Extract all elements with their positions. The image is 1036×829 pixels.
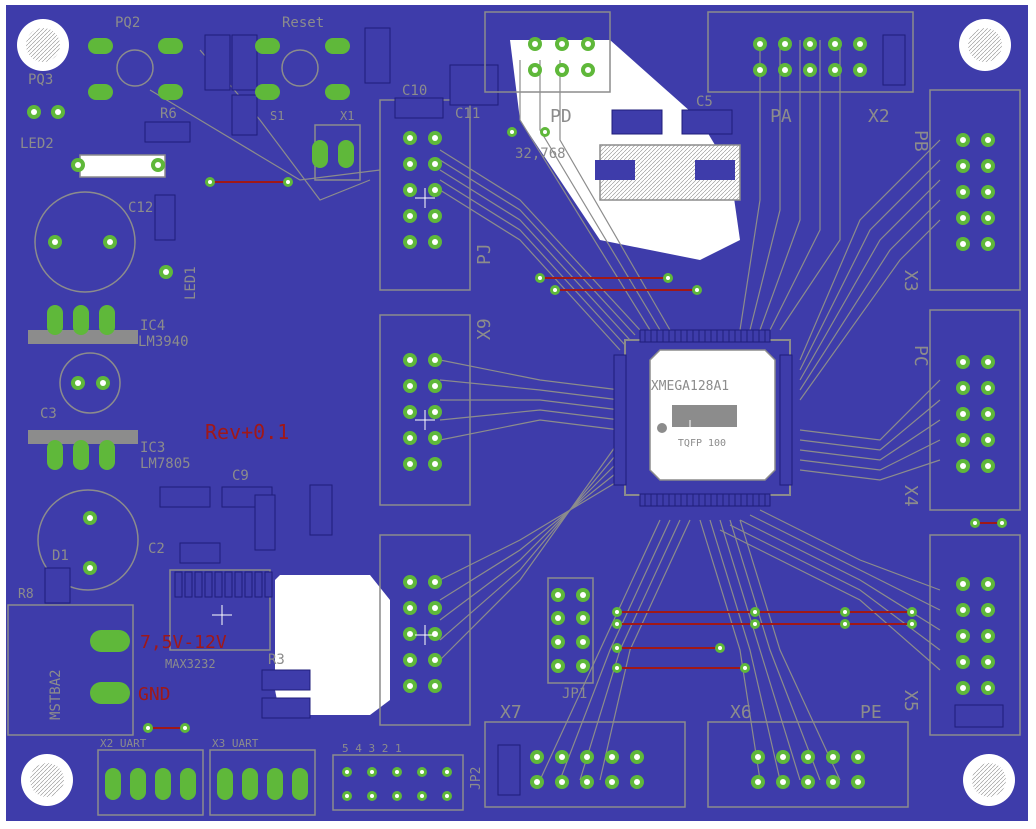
label-ic3: IC3 xyxy=(140,440,165,456)
voltage-text: 7,5V-12V xyxy=(140,632,227,653)
label-x9: X9 xyxy=(474,318,495,340)
label-pd: PD xyxy=(550,106,572,127)
label-pk: PJ xyxy=(474,243,495,265)
label-led1: LED1 xyxy=(183,266,199,300)
label-c5: C5 xyxy=(696,94,713,110)
label-led2: LED2 xyxy=(20,136,54,152)
label-r8: R8 xyxy=(18,587,34,602)
label-x3: X3 xyxy=(900,270,921,292)
label-reset: Reset xyxy=(282,15,324,31)
label-c10: C10 xyxy=(402,83,427,99)
label-x7: X7 xyxy=(500,702,522,723)
connector-outlines xyxy=(97,11,1021,816)
label-d1: D1 xyxy=(52,548,69,564)
label-uart-x2: X2 UART xyxy=(100,737,147,750)
label-pb: PB xyxy=(910,130,931,152)
label-pin-numbers: 5 4 3 2 1 xyxy=(342,742,402,755)
label-jp1: JP1 xyxy=(562,686,587,702)
mounting-hole-icon xyxy=(17,19,1015,806)
label-c3: C3 xyxy=(40,406,57,422)
label-jp2: JP2 xyxy=(469,767,484,790)
trace-bundles xyxy=(149,40,941,781)
label-x4: X4 xyxy=(900,485,921,507)
label-pq3: PQ3 xyxy=(28,72,53,88)
label-r6: R6 xyxy=(160,106,177,122)
label-pq2: PQ2 xyxy=(115,15,140,31)
label-r3: R3 xyxy=(268,652,285,668)
chip-name: XMEGA128A1 xyxy=(651,379,729,394)
label-uart-x3: X3 UART xyxy=(212,737,259,750)
label-c11: C11 xyxy=(455,106,480,122)
label-c12: C12 xyxy=(128,200,153,216)
oval-pads xyxy=(47,38,354,800)
label-xtal: 32,768 xyxy=(515,146,566,162)
label-pc: PC xyxy=(910,345,931,367)
label-x2: X2 xyxy=(868,106,890,127)
label-x6: X6 xyxy=(730,702,752,723)
revision-text: Rev+0.1 xyxy=(205,420,289,444)
smd-parts xyxy=(44,27,1004,796)
label-c9: C9 xyxy=(232,468,249,484)
gnd-text: GND xyxy=(138,684,171,705)
label-x1: X1 xyxy=(340,109,354,123)
red-traces xyxy=(148,181,1002,729)
origin-crosshair-icon xyxy=(212,188,700,645)
label-lm3940: LM3940 xyxy=(138,334,189,350)
label-x5: X5 xyxy=(900,690,921,712)
label-pa: PA xyxy=(770,106,792,127)
label-ic4: IC4 xyxy=(140,318,165,334)
label-pe: PE xyxy=(860,702,882,723)
label-c2: C2 xyxy=(148,541,165,557)
label-max3232: MAX3232 xyxy=(165,657,216,671)
label-s1: S1 xyxy=(270,109,284,123)
label-lm7805: LM7805 xyxy=(140,456,191,472)
chip-package: TQFP 100 xyxy=(678,438,726,449)
label-mstba2: MSTBA2 xyxy=(48,669,64,720)
